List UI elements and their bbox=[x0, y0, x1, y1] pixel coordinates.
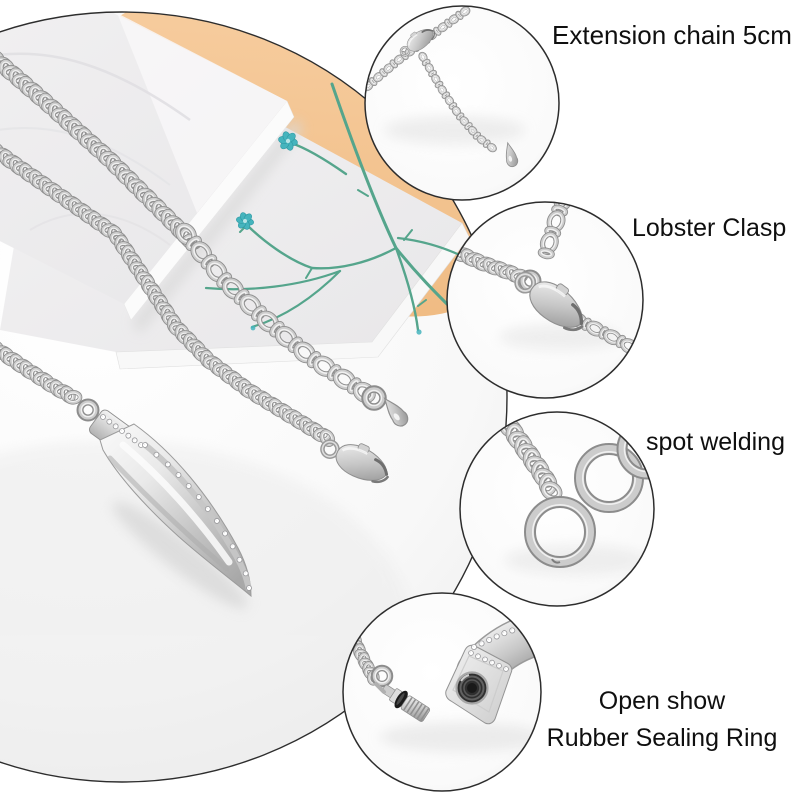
callout-lobster-clasp bbox=[446, 201, 644, 399]
label-lobster-clasp: Lobster Clasp bbox=[632, 214, 787, 242]
label-open-show-line2: Rubber Sealing Ring bbox=[546, 724, 778, 752]
callout-open-show bbox=[342, 592, 542, 792]
necklace-chains bbox=[0, 47, 376, 447]
scene-photo bbox=[0, 12, 507, 782]
horn-pendant bbox=[89, 409, 252, 598]
label-spot-welding: spot welding bbox=[646, 428, 785, 456]
flower-blossoms bbox=[236, 131, 298, 230]
label-open-show-line1: Open show bbox=[598, 687, 726, 715]
scene-circle-outline bbox=[0, 11, 508, 783]
callout-spot-welding bbox=[459, 411, 655, 607]
weld-seam bbox=[551, 558, 561, 564]
label-open-show: Open show Rubber Sealing Ring bbox=[543, 683, 781, 757]
callout-extension-chain bbox=[364, 5, 560, 201]
clasp-and-extension bbox=[76, 385, 412, 489]
label-extension-chain: Extension chain 5cm bbox=[552, 20, 792, 50]
screw-plug-with-rubber-ring bbox=[381, 684, 431, 722]
